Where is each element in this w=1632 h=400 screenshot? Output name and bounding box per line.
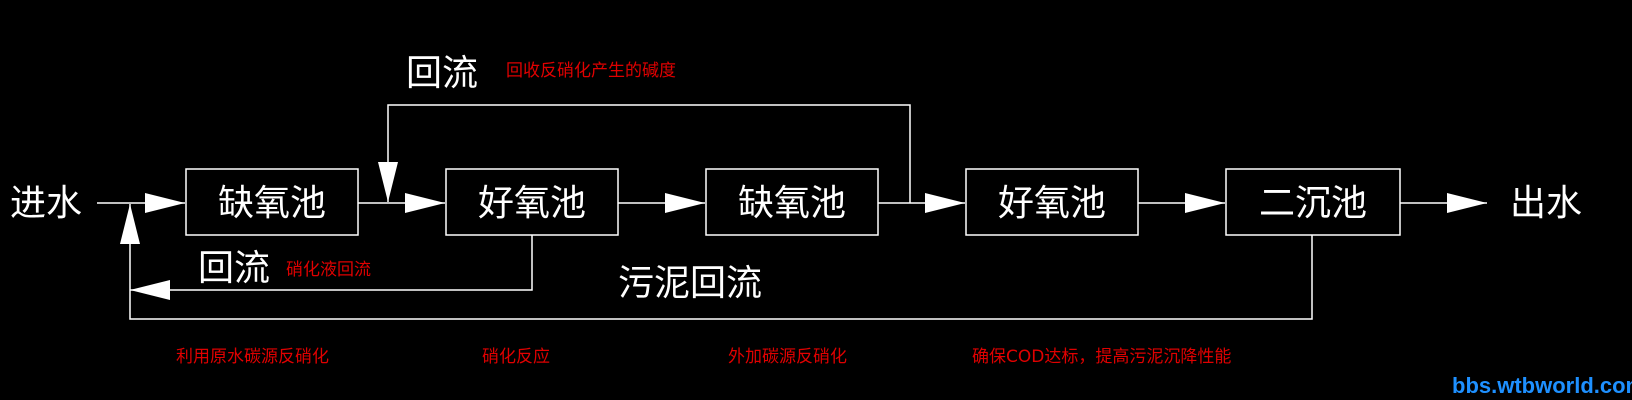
tank-label: 好氧池 — [478, 183, 586, 224]
sludge-recycle-label: 污泥回流 — [618, 263, 762, 304]
nitrate-recycle-note: 硝化液回流 — [286, 260, 371, 280]
tank-label: 好氧池 — [998, 183, 1106, 224]
tank-3: 缺氧池 — [705, 168, 879, 236]
tank-2: 好氧池 — [445, 168, 619, 236]
stage-note-2: 硝化反应 — [482, 347, 550, 367]
stage-note-1: 利用原水碳源反硝化 — [176, 347, 329, 367]
tank-label: 缺氧池 — [218, 183, 326, 224]
tank-label: 二沉池 — [1259, 183, 1367, 224]
top-recycle-loop — [378, 104, 911, 203]
top-recycle-line — [378, 104, 911, 203]
sludge-recycle-line — [120, 204, 1313, 320]
nitrate-recycle-loop — [130, 235, 533, 300]
nitrate-recycle-label: 回流 — [198, 248, 270, 289]
tank-box — [1225, 168, 1401, 236]
top-recycle-note: 回收反硝化产生的碱度 — [506, 61, 676, 81]
tank-5: 二沉池 — [1225, 168, 1401, 236]
sludge-recycle-loop — [120, 204, 1313, 320]
tank-4: 好氧池 — [965, 168, 1139, 236]
tank-box — [185, 168, 359, 236]
stage-note-4: 确保COD达标，提高污泥沉降性能 — [972, 347, 1231, 367]
tank-label: 缺氧池 — [738, 183, 846, 224]
nitrate-recycle-line — [130, 235, 533, 300]
tank-box — [965, 168, 1139, 236]
stage-note-3: 外加碳源反硝化 — [728, 347, 847, 367]
inflow-label: 进水 — [10, 183, 82, 224]
outflow-label: 出水 — [1510, 183, 1582, 224]
top-recycle-label: 回流 — [406, 53, 478, 94]
tank-1: 缺氧池 — [185, 168, 359, 236]
tank-box — [445, 168, 619, 236]
tank-box — [705, 168, 879, 236]
watermark-text: bbs.wtbworld.com — [1452, 373, 1632, 398]
